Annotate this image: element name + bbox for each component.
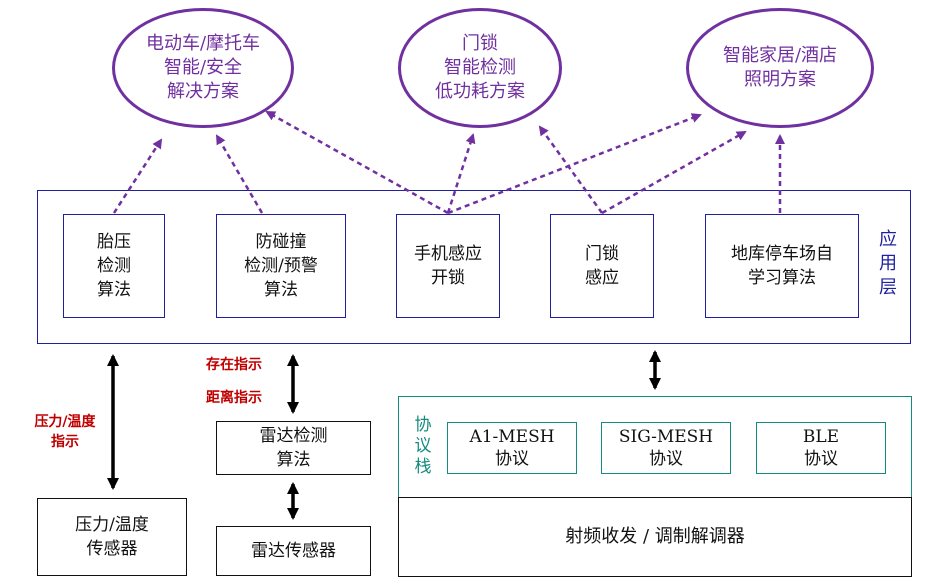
module-parking-learning: 地库停车场自 学习算法 <box>705 214 859 318</box>
arrow-tire-to-ev <box>112 138 163 214</box>
solution-ev-motorcycle: 电动车/摩托车 智能/安全 解决方案 <box>112 8 294 128</box>
radar-detection-algorithm: 雷达检测 算法 <box>216 421 371 475</box>
radar-sensor: 雷达传感器 <box>216 526 371 576</box>
module-door-lock-sensing: 门锁 感应 <box>550 214 654 318</box>
arrow-collision-to-ev <box>215 134 264 214</box>
protocol-a1-mesh: A1-MESH 协议 <box>447 422 577 474</box>
arrow-doorlock-to-lock <box>538 125 604 214</box>
arrow-phone-to-ev <box>265 110 449 215</box>
protocol-ble: BLE 协议 <box>756 422 886 474</box>
module-phone-unlock: 手机感应 开锁 <box>396 214 500 318</box>
application-layer <box>37 190 911 344</box>
protocol-sig-mesh: SIG-MESH 协议 <box>601 422 731 474</box>
module-anti-collision: 防碰撞 检测/预警 算法 <box>216 214 346 318</box>
solution-smart-home-lighting: 智能家居/酒店 照明方案 <box>686 8 874 128</box>
distance-indicator-label: 距离指示 <box>206 390 262 406</box>
solution-door-lock: 门锁 智能检测 低功耗方案 <box>398 8 562 128</box>
pressure-temperature-sensor: 压力/温度 传感器 <box>37 498 187 576</box>
arrow-doorlock-to-home <box>601 130 747 215</box>
application-layer-title: 应用层 <box>876 229 897 301</box>
arrow-phone-to-lock <box>446 133 476 214</box>
pressure-temp-indicator-label: 压力/温度 指示 <box>34 414 96 450</box>
arrow-phone-to-home <box>447 113 702 215</box>
presence-indicator-label: 存在指示 <box>206 357 262 373</box>
module-tire-pressure: 胎压 检测 算法 <box>63 214 165 318</box>
protocol-stack-title: 协议栈 <box>410 414 431 478</box>
rf-transceiver-modem: 射频收发 / 调制解调器 <box>398 497 912 577</box>
